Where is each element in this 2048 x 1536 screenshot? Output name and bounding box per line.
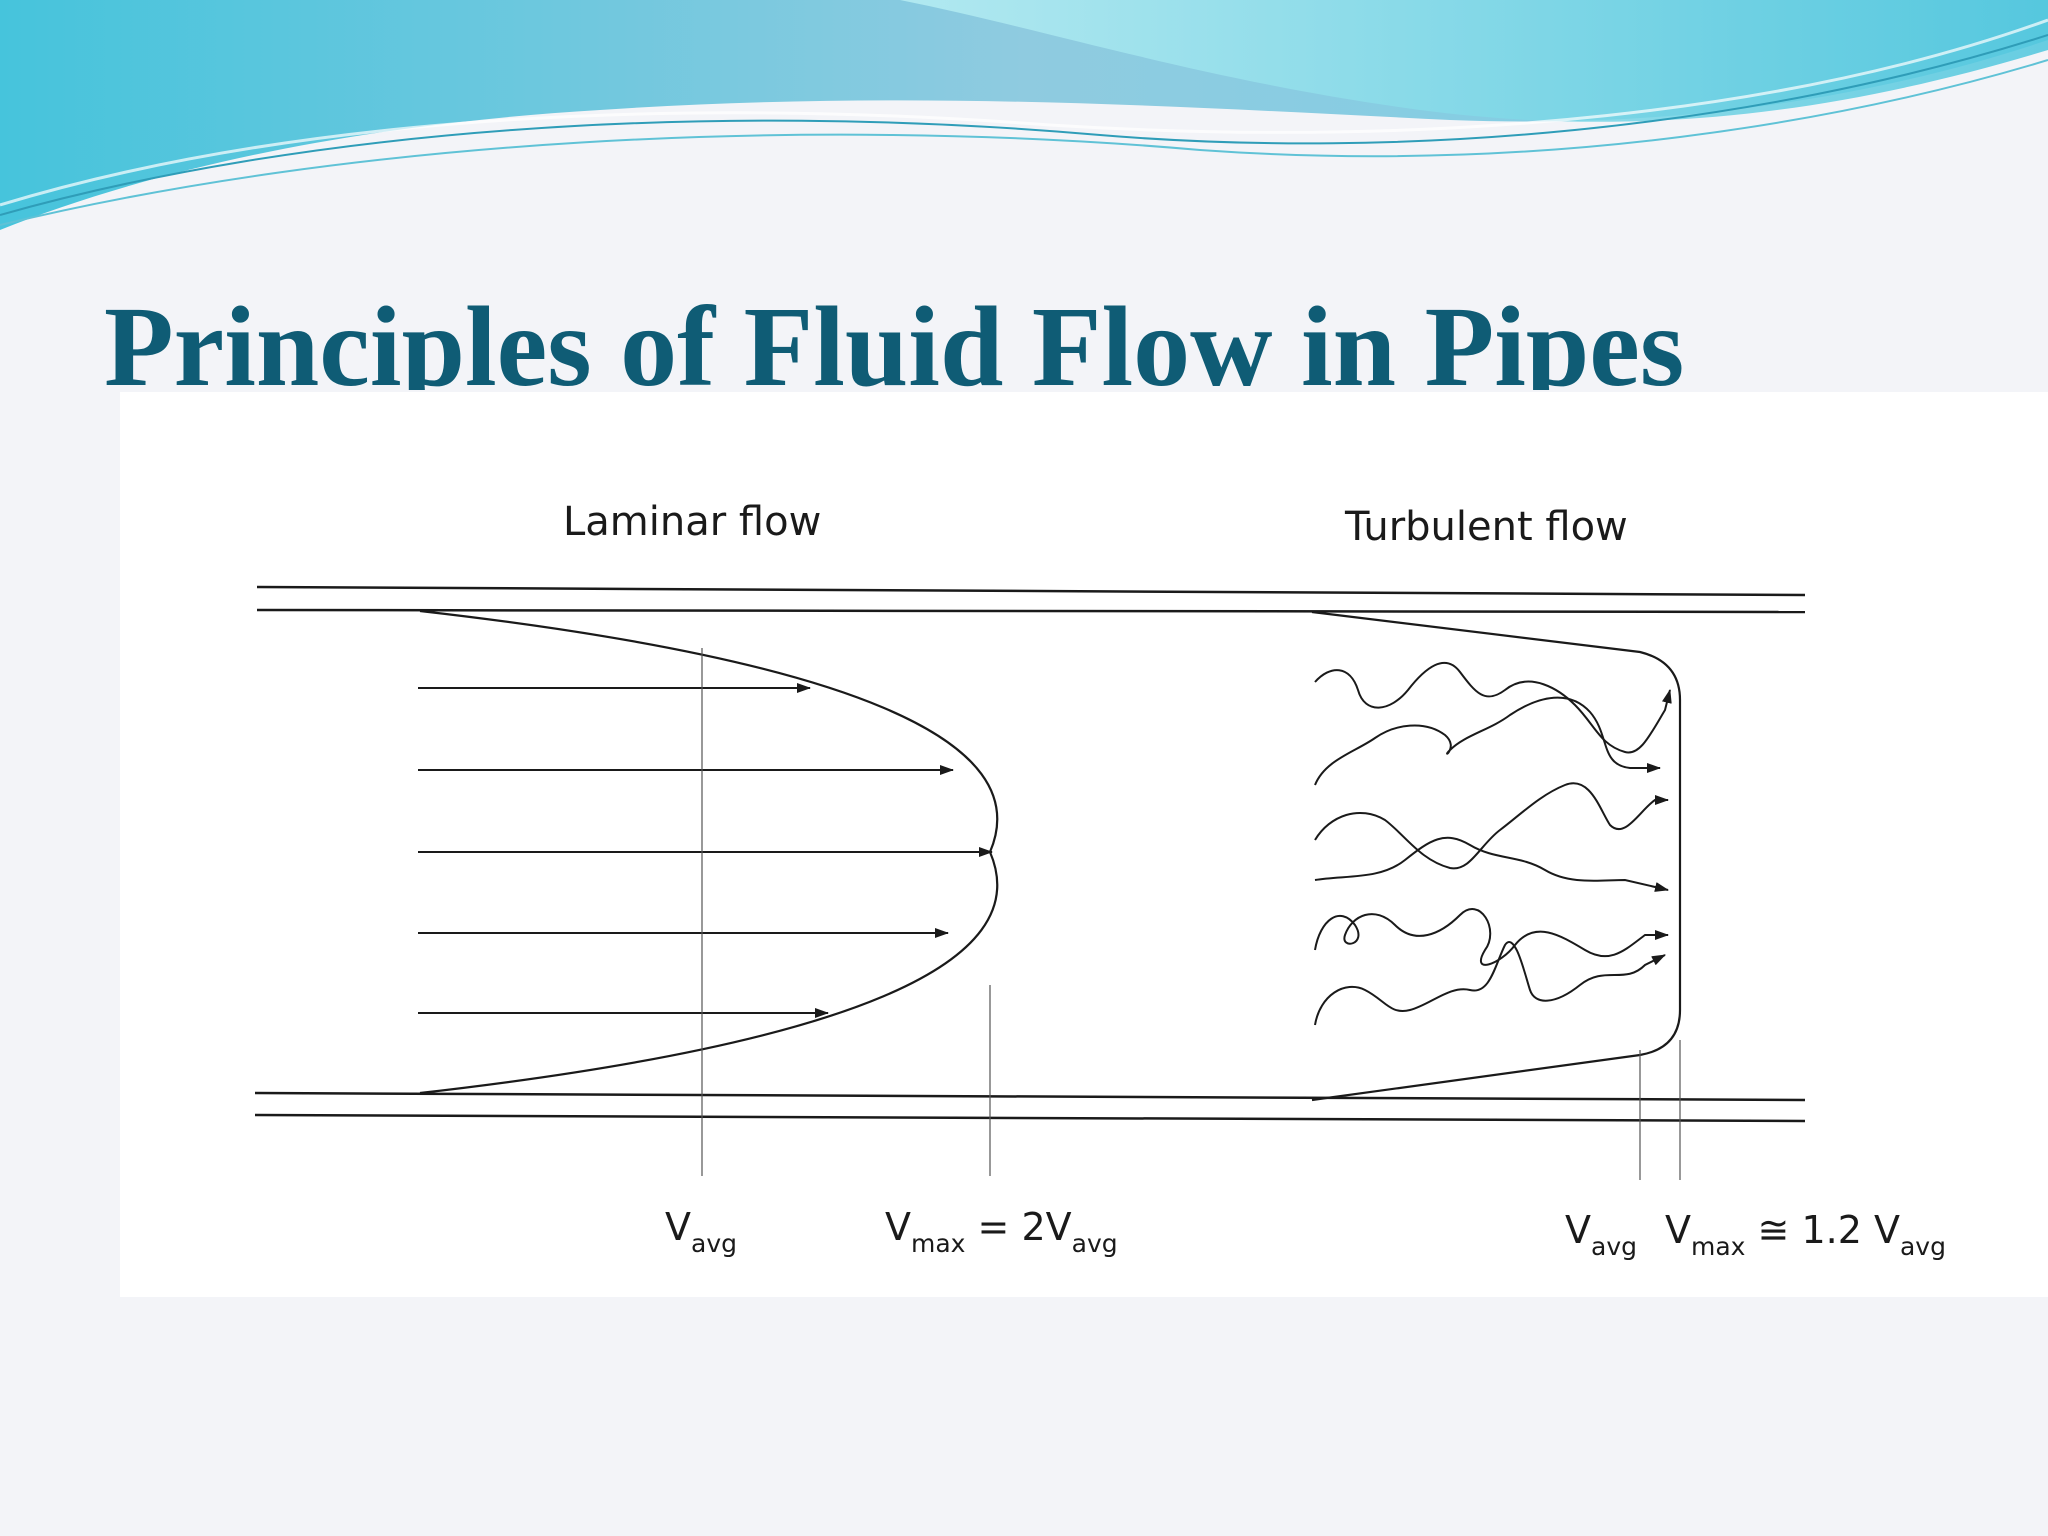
- turbulent-eddy-path: [1314, 836, 1669, 892]
- pipe-bottom-outer-wall: [254, 1113, 1806, 1123]
- turbulent-reference-lines: [1639, 1040, 1681, 1180]
- laminar-reference-lines: [701, 648, 991, 1176]
- turbulent-eddies: [1314, 661, 1672, 1026]
- pipe-top-outer-wall: [256, 585, 1806, 597]
- turbulent-velocity-profile: [1311, 610, 1682, 1102]
- turbulent-vmax-label: Vmax ≅ 1.2 Vavg: [1665, 1208, 1946, 1261]
- turbulent-eddy-path: [1314, 782, 1669, 870]
- wave-header-decoration: [0, 0, 2048, 230]
- pipe-walls: [254, 585, 1806, 1123]
- pipe-bottom-inner-wall: [254, 1091, 1806, 1102]
- figure-panel: [120, 392, 2048, 1297]
- laminar-section: Laminar flow Vavg Vmax = 2Vavg: [418, 499, 1118, 1258]
- laminar-velocity-arrows: [418, 683, 993, 1018]
- turbulent-eddy-path: [1314, 696, 1661, 786]
- wave-line-3: [0, 18, 2048, 207]
- turbulent-section: Turbulent flow Vavg Vmax ≅ 1.2 Vavg: [1311, 504, 1946, 1261]
- slide-title: Principles of Fluid Flow in Pipes: [104, 290, 1685, 390]
- wave-line-1: [0, 34, 2048, 216]
- turbulent-eddy-path: [1314, 908, 1669, 966]
- laminar-flow-heading: Laminar flow: [563, 499, 821, 545]
- wave-band-highlight: [900, 0, 2048, 122]
- wave-line-2: [0, 59, 2048, 226]
- turbulent-vavg-label: Vavg: [1565, 1208, 1637, 1261]
- turbulent-eddy-path: [1314, 941, 1666, 1026]
- pipe-top-inner-wall: [256, 608, 1806, 614]
- turbulent-eddy-path: [1314, 661, 1672, 754]
- laminar-vavg-label: Vavg: [665, 1205, 737, 1258]
- laminar-vmax-label: Vmax = 2Vavg: [885, 1205, 1118, 1258]
- turbulent-flow-heading: Turbulent flow: [1344, 504, 1628, 550]
